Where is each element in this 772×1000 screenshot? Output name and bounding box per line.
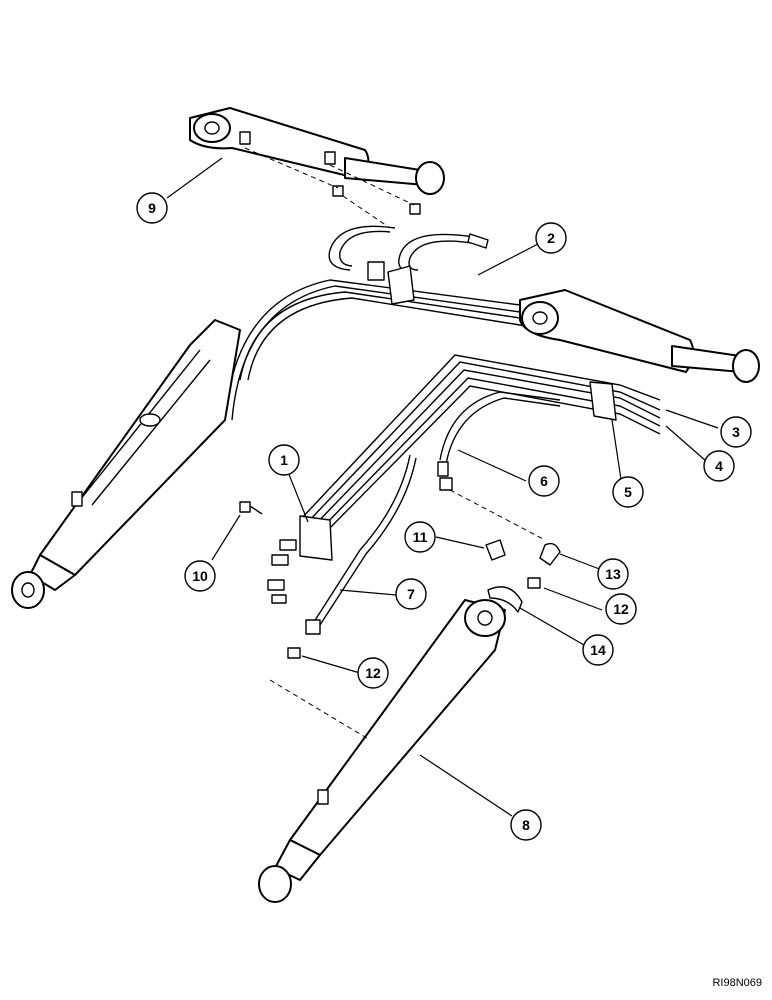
callout-2: 2 <box>535 222 567 254</box>
svg-text:8: 8 <box>522 817 530 833</box>
hose-7 <box>305 454 417 635</box>
svg-text:13: 13 <box>605 566 621 582</box>
hose-bundle-2 <box>224 225 611 421</box>
callout-12-right: 12 <box>605 593 637 625</box>
callout-11: 11 <box>404 521 436 553</box>
callout-6: 6 <box>528 465 560 497</box>
svg-text:14: 14 <box>590 642 606 658</box>
hose-bundle-lower <box>299 354 661 561</box>
callout-10: 10 <box>184 560 216 592</box>
callout-1: 1 <box>268 444 300 476</box>
callout-5: 5 <box>612 476 644 508</box>
drawing-reference: RI98N069 <box>712 977 762 989</box>
callout-14: 14 <box>582 634 614 666</box>
svg-text:7: 7 <box>407 586 415 602</box>
svg-text:3: 3 <box>732 424 740 440</box>
svg-text:5: 5 <box>624 484 632 500</box>
hydraulic-cylinder-left <box>11 319 241 609</box>
svg-text:12: 12 <box>365 665 381 681</box>
svg-text:11: 11 <box>413 529 428 545</box>
hydraulic-cylinder-9 <box>189 107 445 195</box>
callout-12-left: 12 <box>357 657 389 689</box>
svg-text:9: 9 <box>148 200 156 216</box>
callout-3: 3 <box>720 416 752 448</box>
svg-text:12: 12 <box>613 601 629 617</box>
svg-text:6: 6 <box>540 473 548 489</box>
svg-text:1: 1 <box>280 452 288 468</box>
svg-text:2: 2 <box>547 230 555 246</box>
small-fittings <box>287 489 561 659</box>
callout-13: 13 <box>597 558 629 590</box>
fittings-cylinder-9 <box>244 147 421 229</box>
leader-lines <box>166 157 719 817</box>
svg-text:10: 10 <box>192 568 208 584</box>
callout-7: 7 <box>395 578 427 610</box>
hydraulic-cylinder-8 <box>258 599 506 903</box>
callout-4: 4 <box>703 450 735 482</box>
callout-9: 9 <box>136 192 168 224</box>
svg-text:4: 4 <box>715 458 723 474</box>
fittings-group-1 <box>267 539 297 604</box>
callout-8: 8 <box>510 809 542 841</box>
bolt-10 <box>239 501 263 515</box>
hydraulic-cylinder-middle <box>519 289 760 383</box>
